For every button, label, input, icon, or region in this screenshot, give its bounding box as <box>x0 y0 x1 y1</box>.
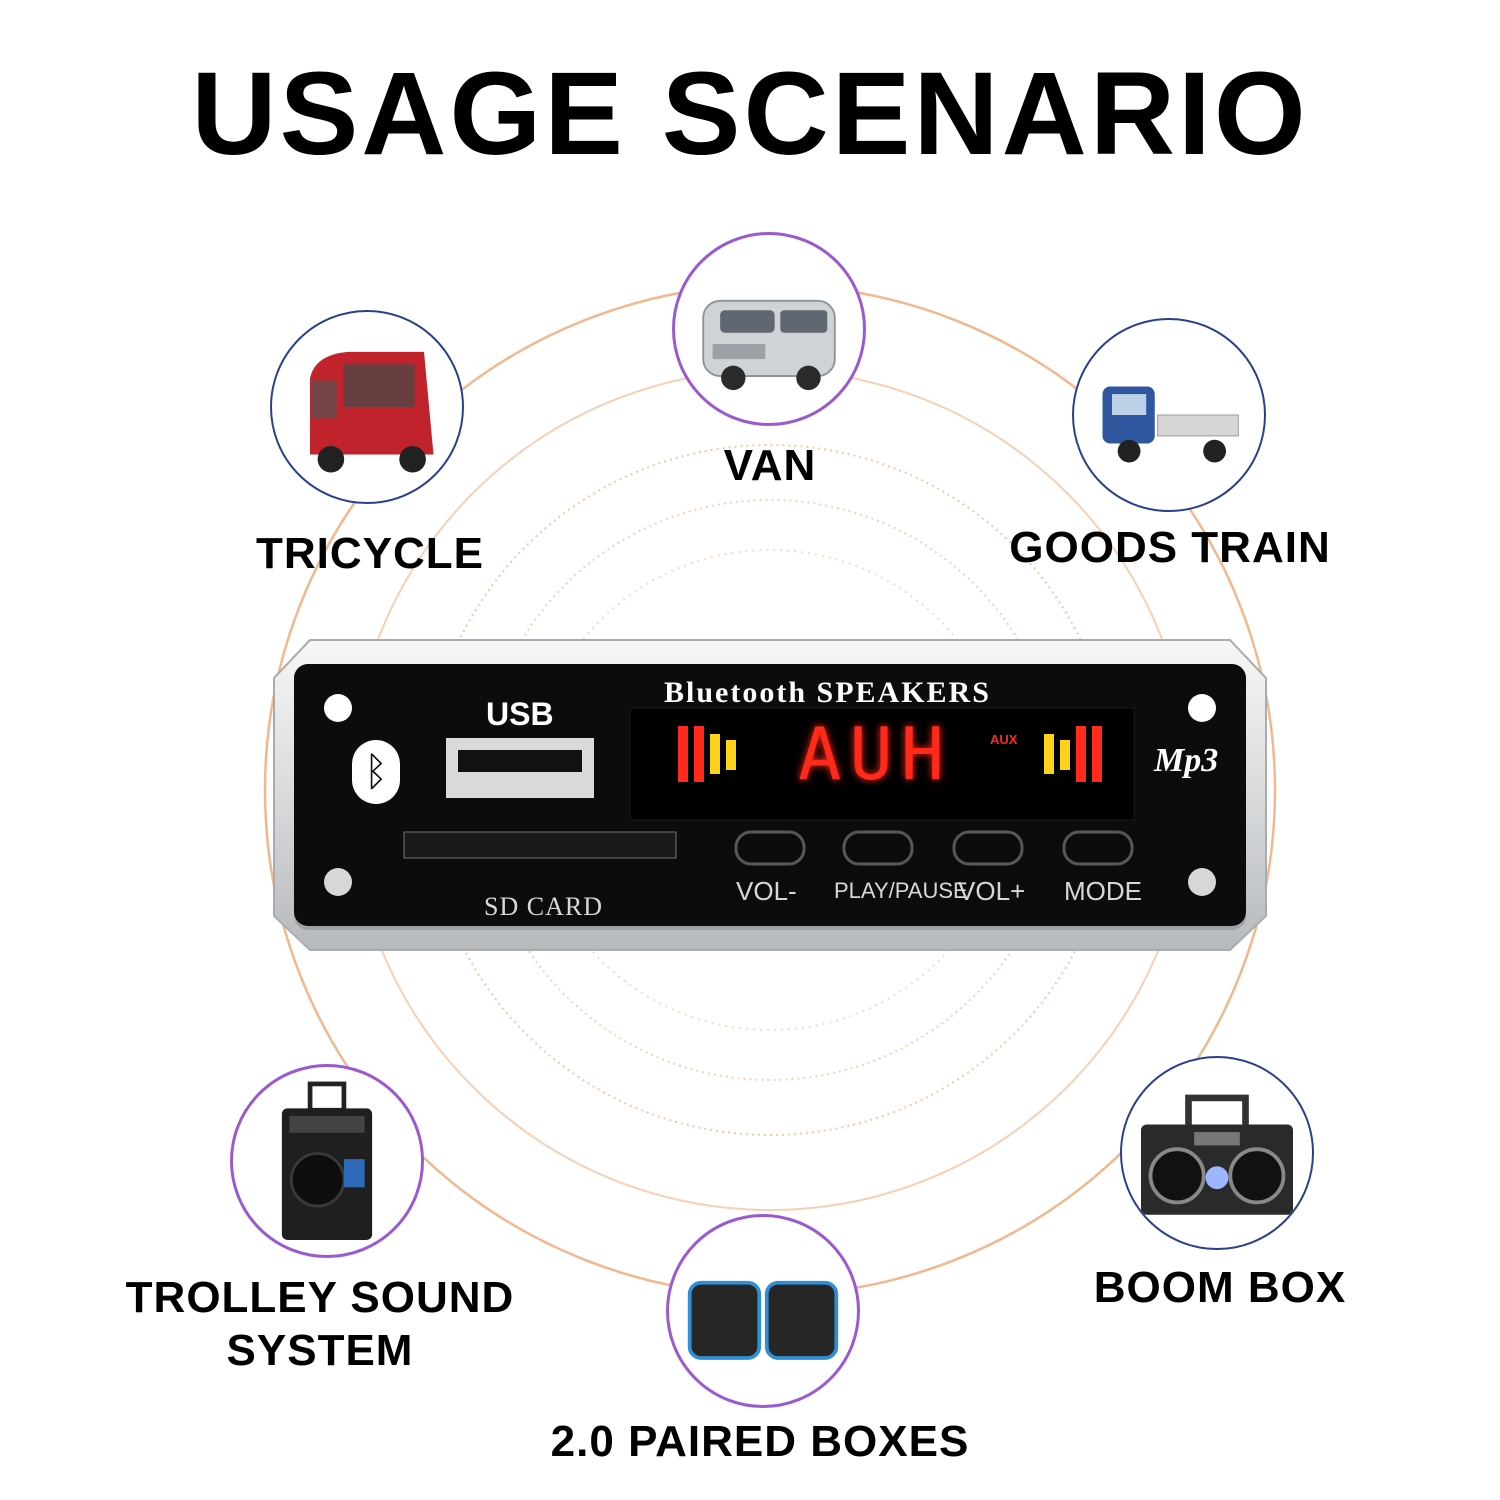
tricycle-label: TRICYCLE <box>256 529 484 578</box>
goods-train-label: GOODS TRAIN <box>1009 523 1331 572</box>
led-display: AUH <box>798 712 953 796</box>
mp3-bluetooth-panel: ᛒ Bluetooth SPEAKERS USB AUH AUX Mp3 SD … <box>268 636 1272 954</box>
brand-label: Mp3 <box>1154 742 1219 779</box>
boombox-bubble <box>1120 1056 1314 1250</box>
goods-train-bubble <box>1072 318 1266 512</box>
bluetooth-icon: ᛒ <box>352 740 400 804</box>
boombox-label: BOOM BOX <box>1093 1263 1347 1312</box>
mount-hole-top-right <box>1188 694 1216 722</box>
panel-reflection <box>268 828 1272 958</box>
vol-up-label: VOL+ <box>958 876 1025 907</box>
mount-hole-bottom-left <box>324 868 352 896</box>
page-title: USAGE SCENARIO <box>191 48 1309 180</box>
mount-hole-top-left <box>324 694 352 722</box>
sd-card-label: SD CARD <box>484 892 603 922</box>
van-icon <box>702 299 836 391</box>
usb-label: USB <box>486 696 554 732</box>
mount-hole-bottom-right <box>1188 868 1216 896</box>
trolley-bubble <box>230 1064 424 1258</box>
panel-header: Bluetooth SPEAKERS <box>664 676 991 709</box>
paired-speakers-icon <box>687 1280 839 1360</box>
van-label: VAN <box>723 441 817 490</box>
tricycle-icon <box>310 351 434 473</box>
tricycle-bubble <box>270 310 464 504</box>
paired-boxes-label: 2.0 PAIRED BOXES <box>550 1417 970 1466</box>
mode-label: MODE <box>1064 876 1142 907</box>
paired-boxes-bubble <box>666 1214 860 1408</box>
van-bubble <box>672 232 866 426</box>
trolley-speaker-icon <box>281 1081 373 1240</box>
truck-icon <box>1102 386 1239 463</box>
vol-down-label: VOL- <box>736 876 797 907</box>
boombox-icon <box>1141 1094 1293 1215</box>
trolley-label: TROLLEY SOUND SYSTEM <box>125 1273 515 1375</box>
aux-indicator: AUX <box>990 732 1018 747</box>
play-pause-label: PLAY/PAUSE <box>834 878 968 904</box>
